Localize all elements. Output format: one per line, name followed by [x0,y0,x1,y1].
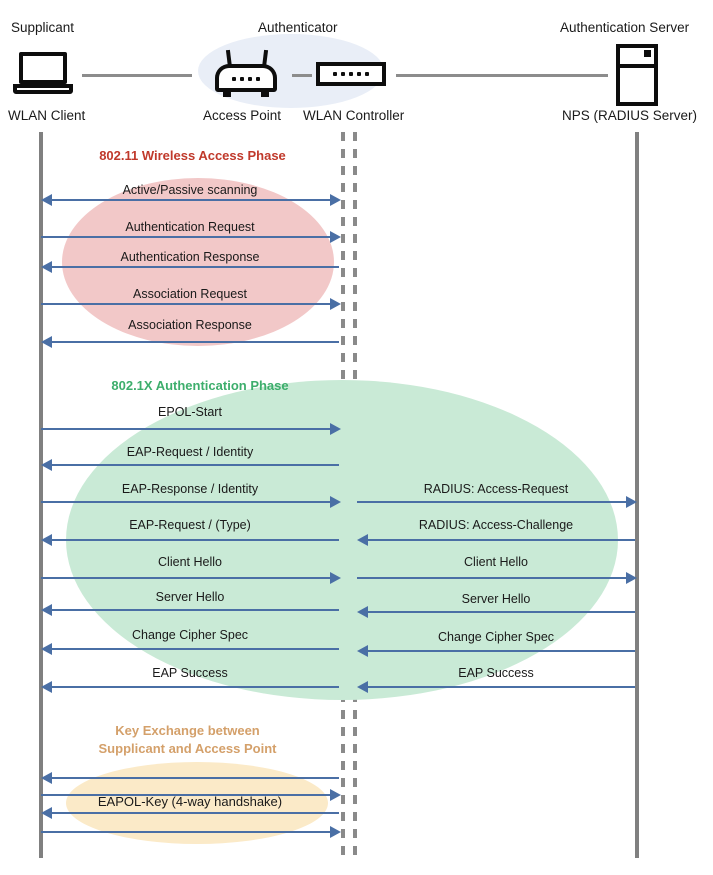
connector-client-ap [82,74,192,77]
message-line-association-response [43,341,339,343]
arrowhead-left-server-hello-left [41,604,52,616]
message-line-eap-request-identity [43,464,339,466]
message-line-eapol-key-3 [43,812,339,814]
message-label-server-hello-left: Server Hello [155,590,225,604]
message-line-change-cipher-spec-right [359,650,635,652]
message-label-eap-response-identity: EAP-Response / Identity [121,482,259,496]
message-line-eap-success-left [43,686,339,688]
message-line-active-passive-scanning [43,199,337,201]
connector-ap-controller [292,74,312,77]
actor-device-wlan-client: WLAN Client [8,108,86,123]
message-label-radius-access-request: RADIUS: Access-Request [423,482,569,496]
message-label-eap-success-left: EAP Success [152,666,228,680]
actor-device-access-point: Access Point [203,108,282,123]
message-line-client-hello-right [357,577,633,579]
arrowhead-left-eapol-key-3 [41,807,52,819]
arrowhead-left-eap-success-left [41,681,52,693]
arrowhead-left-association-response [41,336,52,348]
arrowhead-left-eapol-key-1 [41,772,52,784]
arrowhead-right-eapol-key-2 [330,789,341,801]
arrowhead-left-server-hello-right [357,606,368,618]
message-label-eap-request-type: EAP-Request / (Type) [129,518,251,532]
arrowhead-right-scanning [330,194,341,206]
arrowhead-left-authentication-response [41,261,52,273]
message-line-eap-success-right [359,686,635,688]
laptop-icon [13,52,73,98]
message-label-client-hello-left: Client Hello [158,555,222,569]
message-label-client-hello-right: Client Hello [464,555,528,569]
arrowhead-right-association-request [330,298,341,310]
arrowhead-right-epol-start [330,423,341,435]
message-label-active-passive-scanning: Active/Passive scanning [122,183,258,197]
message-label-authentication-request: Authentication Request [125,220,255,234]
arrowhead-left-change-cipher-spec-left [41,643,52,655]
actor-role-authenticator: Authenticator [258,20,338,35]
arrowhead-left-eap-success-right [357,681,368,693]
arrowhead-left-radius-access-challenge [357,534,368,546]
arrowhead-right-eap-response-identity [330,496,341,508]
message-line-radius-access-request [357,501,633,503]
phase-title-key-exchange-line2: Supplicant and Access Point [98,741,277,756]
actor-device-nps-server: NPS (RADIUS Server) [562,108,698,123]
message-line-eap-response-identity [41,501,337,503]
message-line-client-hello-left [41,577,337,579]
arrowhead-left-eap-request-identity [41,459,52,471]
message-line-eapol-key-1 [43,777,339,779]
phase-title-key-exchange-line1: Key Exchange between [115,723,260,738]
message-label-eap-request-identity: EAP-Request / Identity [126,445,254,459]
message-label-eapol-key-handshake: EAPOL-Key (4-way handshake) [97,794,283,809]
arrowhead-right-radius-access-request [626,496,637,508]
arrowhead-left-eap-request-type [41,534,52,546]
message-label-association-request: Association Request [133,287,247,301]
connector-controller-server [396,74,608,77]
arrowhead-right-client-hello-left [330,572,341,584]
wireless-router-icon [215,49,277,98]
message-label-change-cipher-spec-left: Change Cipher Spec [131,628,249,642]
message-line-eap-request-type [43,539,339,541]
message-label-authentication-response: Authentication Response [120,250,260,264]
arrowhead-right-authentication-request [330,231,341,243]
message-line-eapol-key-2 [41,794,337,796]
phase-title-8021x: 802.1X Authentication Phase [111,378,289,393]
message-label-change-cipher-spec-right: Change Cipher Spec [437,630,555,644]
server-tower-icon [616,44,658,106]
message-line-change-cipher-spec-left [43,648,339,650]
actor-device-wlan-controller: WLAN Controller [303,108,405,123]
message-label-epol-start: EPOL-Start [158,405,222,419]
actor-role-auth-server: Authentication Server [560,20,690,35]
message-line-radius-access-challenge [359,539,635,541]
message-line-association-request [41,303,337,305]
lifeline-supplicant [39,132,43,858]
phase-ellipse-key-exchange [66,762,328,844]
message-line-epol-start [41,428,337,430]
message-label-association-response: Association Response [128,318,252,332]
message-label-radius-access-challenge: RADIUS: Access-Challenge [418,518,574,532]
message-line-eapol-key-4 [41,831,337,833]
arrowhead-left-scanning [41,194,52,206]
phase-ellipse-80211 [62,178,334,346]
message-line-authentication-request [41,236,337,238]
message-label-eap-success-right: EAP Success [458,666,534,680]
arrowhead-right-client-hello-right [626,572,637,584]
message-line-authentication-response [43,266,339,268]
phase-title-80211: 802.11 Wireless Access Phase [99,148,286,163]
message-label-server-hello-right: Server Hello [461,592,531,606]
arrowhead-right-eapol-key-4 [330,826,341,838]
arrowhead-left-change-cipher-spec-right [357,645,368,657]
message-line-server-hello-left [43,609,339,611]
network-switch-icon [316,62,386,86]
lifeline-auth-server [635,132,639,858]
actor-role-supplicant: Supplicant [11,20,75,35]
message-line-server-hello-right [359,611,635,613]
